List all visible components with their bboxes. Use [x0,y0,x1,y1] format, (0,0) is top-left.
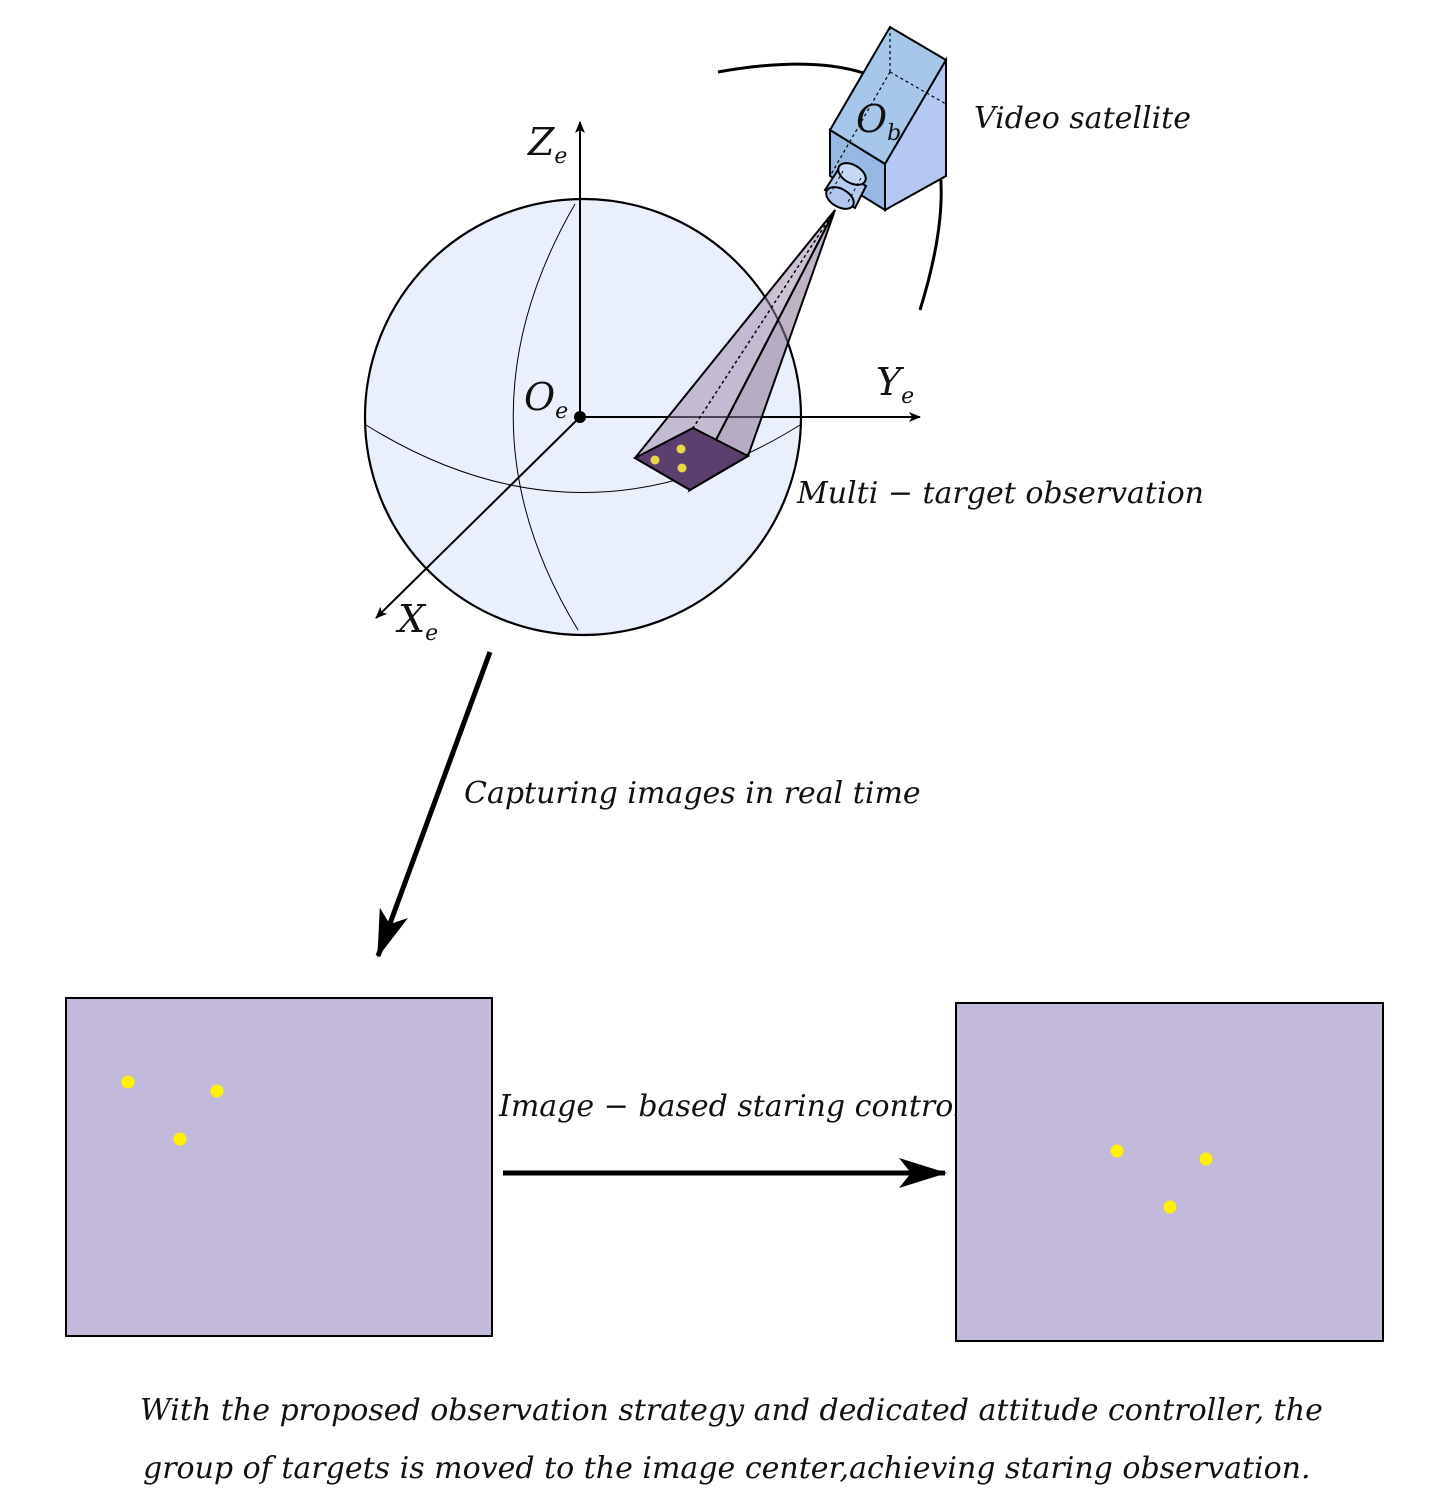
field-of-view-cone [633,209,836,493]
target-dot [173,1132,187,1146]
camera-lens [823,162,868,210]
x-axis [375,416,581,619]
image-based-control-label: Image − based staring control [498,1089,963,1124]
earth-frame-axes [375,121,921,619]
target-dot [676,444,686,454]
video-camera-satellite-icon [823,25,948,212]
observation-footprint [632,426,751,492]
multi-target-label: Multi − target observation [796,476,1204,511]
video-satellite-label: Video satellite [974,101,1191,136]
x-axis-label: Xe [395,597,438,646]
target-dot [677,463,687,473]
image-frame-after [955,1002,1384,1342]
target-dot [1110,1144,1124,1158]
capture-arrow [375,651,493,958]
target-dot [210,1084,224,1098]
caption-line-1: With the proposed observation strategy a… [140,1393,1323,1428]
earth-origin-point [574,411,586,423]
target-dot [121,1075,135,1089]
capturing-label: Capturing images in real time [464,776,921,811]
body-origin-label: Ob [856,97,901,146]
caption-line-2: group of targets is moved to the image c… [143,1451,1311,1486]
image-frame-before [65,997,493,1337]
y-axis-label: Ye [876,360,914,409]
meridian-line [512,203,579,631]
target-dot [1199,1152,1213,1166]
z-axis-label: Ze [527,120,567,169]
target-dot [1163,1200,1177,1214]
target-dot [650,455,660,465]
earth-origin-label: Oe [524,375,568,424]
